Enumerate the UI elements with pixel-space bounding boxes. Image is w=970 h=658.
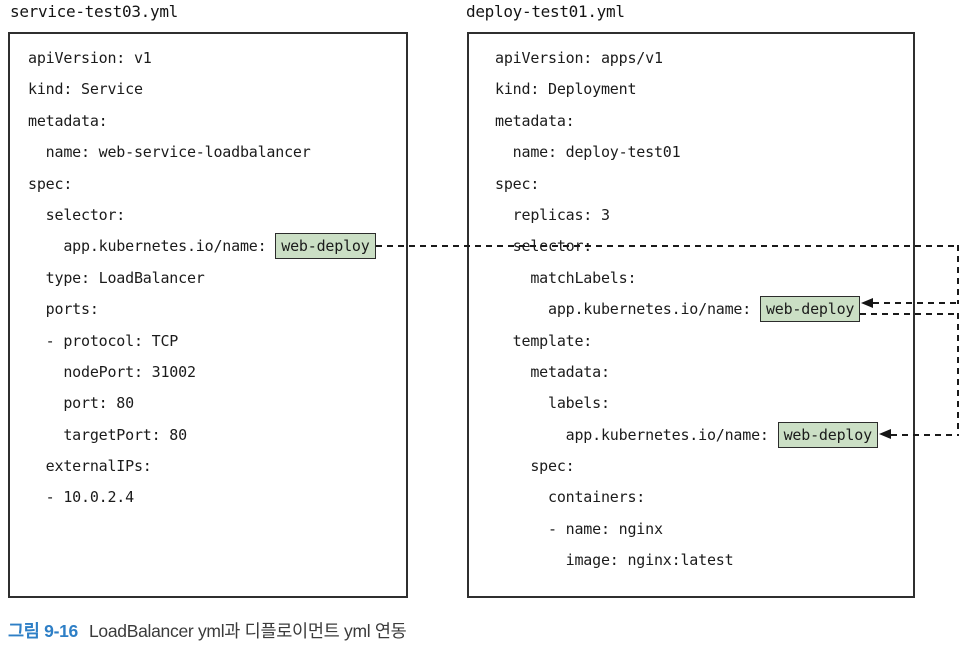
code-line: kind: Deployment xyxy=(495,80,637,99)
code-line: metadata: xyxy=(495,362,610,381)
code-line: app.kubernetes.io/name: web-deploy xyxy=(28,231,406,262)
code-line: nodePort: 31002 xyxy=(28,362,196,381)
code-line: name: web-service-loadbalancer xyxy=(28,143,311,162)
code-line: spec: xyxy=(495,174,540,193)
code-line: matchLabels: xyxy=(495,268,637,287)
yaml-code-service: apiVersion: v1 kind: Service metadata: nam… xyxy=(10,34,406,514)
figure-number-label: 그림 9-16 xyxy=(8,621,78,641)
code-line: app.kubernetes.io/name: web-deploy xyxy=(495,420,913,451)
code-line: type: LoadBalancer xyxy=(28,268,205,287)
code-line: metadata: xyxy=(495,111,575,130)
code-line: - name: nginx xyxy=(495,519,663,538)
yaml-panel-deployment: apiVersion: apps/v1 kind: Deployment metad… xyxy=(467,32,915,598)
code-line: apiVersion: v1 xyxy=(28,49,152,67)
figure-caption-text: LoadBalancer yml과 디플로이먼트 yml 연동 xyxy=(89,621,407,641)
code-line: replicas: 3 xyxy=(495,205,610,224)
code-line: containers: xyxy=(495,488,646,507)
code-line: kind: Service xyxy=(28,80,143,99)
code-line: selector: xyxy=(28,205,126,224)
code-line: app.kubernetes.io/name: web-deploy xyxy=(495,294,913,325)
code-line: - 10.0.2.4 xyxy=(28,488,135,507)
label-highlight: web-deploy xyxy=(275,233,376,260)
code-line: name: deploy-test01 xyxy=(495,143,681,162)
code-line: externalIPs: xyxy=(28,457,152,476)
code-line: selector: xyxy=(495,237,593,256)
file-title-deployment: deploy-test01.yml xyxy=(466,2,625,21)
code-line: - protocol: TCP xyxy=(28,331,179,350)
code-line: apiVersion: apps/v1 xyxy=(495,49,663,67)
code-line: spec: xyxy=(495,457,575,476)
yaml-panel-service: apiVersion: v1 kind: Service metadata: nam… xyxy=(8,32,408,598)
code-line: targetPort: 80 xyxy=(28,425,187,444)
link-dashed-line xyxy=(957,313,959,436)
code-line: labels: xyxy=(495,394,610,413)
code-line: template: xyxy=(495,331,593,350)
yaml-code-deployment: apiVersion: apps/v1 kind: Deployment metad… xyxy=(469,34,913,577)
code-line: spec: xyxy=(28,174,73,193)
code-line: ports: xyxy=(28,300,99,319)
code-line: port: 80 xyxy=(28,394,134,413)
figure-caption: 그림 9-16 LoadBalancer yml과 디플로이먼트 yml 연동 xyxy=(8,619,407,643)
label-highlight: web-deploy xyxy=(777,421,878,448)
code-line: metadata: xyxy=(28,111,108,130)
label-highlight: web-deploy xyxy=(759,296,861,323)
code-line: image: nginx:latest xyxy=(495,551,734,570)
link-dashed-line xyxy=(957,245,959,305)
file-title-service: service-test03.yml xyxy=(10,2,178,21)
